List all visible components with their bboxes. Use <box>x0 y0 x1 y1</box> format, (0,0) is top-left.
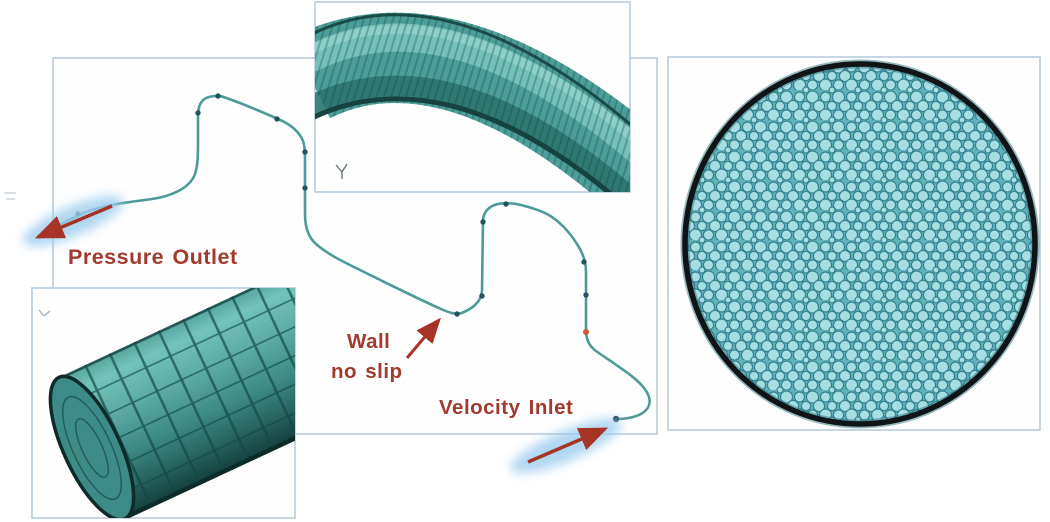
path-node-marker <box>581 259 587 265</box>
path-node-marker <box>302 185 308 191</box>
axis-triad-icon <box>38 309 51 317</box>
path-node-marker <box>503 201 509 207</box>
path-node-marker <box>479 293 485 299</box>
path-node-marker <box>195 110 201 116</box>
velocity-inlet-label: Velocity Inlet <box>439 396 573 419</box>
path-node-marker <box>274 116 280 122</box>
pipe-end-face <box>48 374 136 518</box>
cross-section-mesh <box>680 59 1040 429</box>
wall-no-slip-arrow-icon <box>405 317 441 359</box>
pressure-outlet-label: Pressure Outlet <box>68 245 238 269</box>
pipeline-path <box>40 94 651 421</box>
wall-no-slip-label-line2: no slip <box>331 360 403 383</box>
velocity-inlet-arrow-icon <box>527 427 609 464</box>
path-node-marker <box>454 311 460 317</box>
path-node-marker <box>583 292 589 298</box>
path-node-marker-highlighted <box>583 329 589 335</box>
pressure-outlet-arrow-icon <box>34 204 113 239</box>
path-node-marker <box>480 219 486 225</box>
pipe-surface-mesh-top <box>315 2 630 192</box>
axis-triad-icon <box>335 163 348 179</box>
path-node-marker <box>215 93 221 99</box>
wall-no-slip-label-line1: Wall <box>347 330 390 353</box>
pipe-surface-mesh-bottom <box>48 288 295 518</box>
cross-section-rim <box>682 61 1038 427</box>
path-node-marker <box>302 149 308 155</box>
axis-triad-icon <box>4 192 16 200</box>
